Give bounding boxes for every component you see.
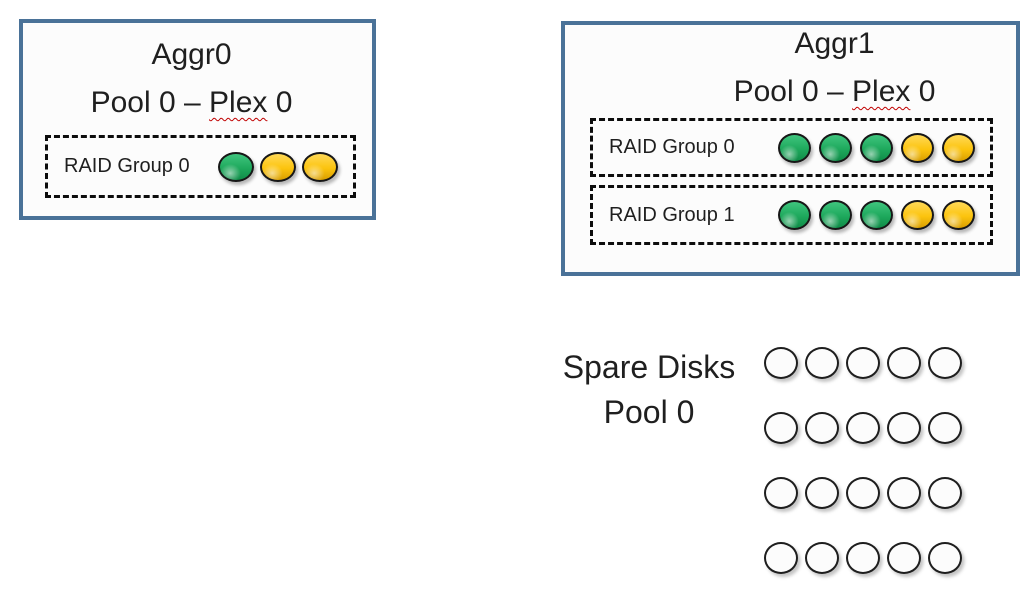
aggr1-subtitle-prefix: Pool 0 – [733, 75, 853, 108]
disk-green [218, 151, 254, 182]
aggr1-name: Aggr1 [794, 27, 875, 60]
spare-disk [764, 347, 798, 379]
aggr1-subtitle-suffix: 0 [910, 75, 936, 108]
spare-disk [928, 347, 962, 379]
disk-yellow [260, 151, 296, 182]
disk-yellow [901, 200, 934, 230]
spare-disk [846, 347, 880, 379]
aggr1-title: Aggr1 Pool 0 – Plex 0 [653, 20, 1016, 116]
spare-disks-label-line2: Pool 0 [603, 394, 695, 430]
spare-disk [764, 542, 798, 574]
disk-green [819, 132, 852, 163]
aggr1-subtitle: Pool 0 – Plex 0 [653, 68, 1016, 116]
aggr0-subtitle-prefix: Pool 0 – [90, 86, 210, 119]
spare-disk [928, 477, 962, 509]
disk-green [819, 200, 852, 230]
spare-disk [846, 542, 880, 574]
spare-disk [805, 477, 839, 509]
aggr1-subtitle-flagged-word: Plex [852, 75, 911, 108]
spare-disk [846, 477, 880, 509]
spare-disk [928, 542, 962, 574]
spare-disks-label: Spare Disks Pool 0 [539, 345, 759, 435]
spare-disk [764, 412, 798, 444]
spare-disk [928, 412, 962, 444]
disk-yellow [901, 132, 934, 163]
spare-disk [805, 542, 839, 574]
disk-row [778, 200, 975, 230]
disk-yellow [942, 200, 975, 230]
spare-disk [887, 542, 921, 574]
aggr0-name: Aggr0 [151, 38, 232, 71]
aggr0-subtitle: Pool 0 – Plex 0 [23, 79, 360, 127]
raid-group-label: RAID Group 0 [609, 136, 735, 158]
disk-yellow [302, 151, 338, 182]
aggr0-subtitle-flagged-word: Plex [209, 86, 268, 119]
spare-disk [846, 412, 880, 444]
disk-green [778, 200, 811, 230]
spare-disk [887, 412, 921, 444]
disk-green [860, 200, 893, 230]
aggr0-subtitle-suffix: 0 [267, 86, 293, 119]
disk-green [860, 132, 893, 163]
spare-disk [805, 412, 839, 444]
aggr0-raid-group-0: RAID Group 0 [45, 135, 356, 198]
aggr1-box: Aggr1 Pool 0 – Plex 0 RAID Group 0 RAID … [561, 21, 1020, 276]
aggr0-title: Aggr0 Pool 0 – Plex 0 [23, 31, 360, 127]
disk-yellow [942, 132, 975, 163]
spare-disks-label-line1: Spare Disks [562, 349, 736, 385]
spare-disk [764, 477, 798, 509]
aggr1-raid-group-0: RAID Group 0 [590, 118, 993, 177]
spare-disk-grid [764, 347, 962, 574]
spare-disk [887, 347, 921, 379]
disk-row [218, 151, 338, 182]
spare-disk [805, 347, 839, 379]
aggr0-box: Aggr0 Pool 0 – Plex 0 RAID Group 0 [19, 19, 376, 220]
spare-disk [887, 477, 921, 509]
raid-group-label: RAID Group 0 [64, 155, 190, 177]
raid-group-label: RAID Group 1 [609, 203, 735, 226]
disk-green [778, 132, 811, 163]
aggr1-raid-group-1: RAID Group 1 [590, 185, 993, 245]
disk-row [778, 132, 975, 163]
